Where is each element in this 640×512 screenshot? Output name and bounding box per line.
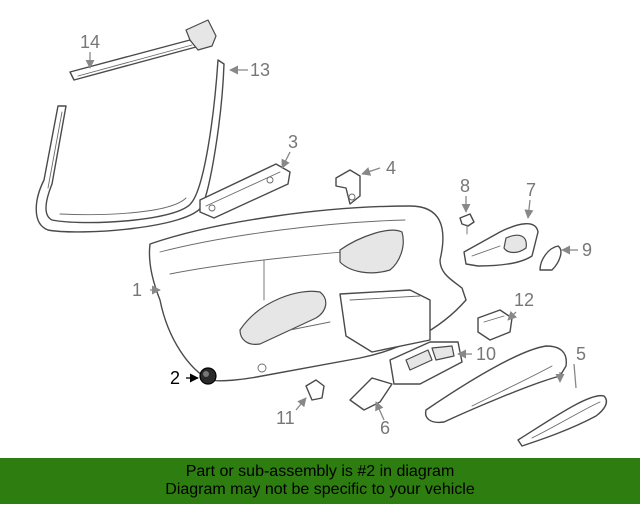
part-6-trim — [349, 377, 393, 411]
callout-14: 14 — [80, 32, 100, 52]
part-3-bracket — [199, 163, 291, 219]
callout-8: 8 — [460, 176, 470, 196]
part-9-cover — [539, 245, 562, 271]
callout-5: 5 — [576, 344, 586, 364]
banner-line-1: Part or sub-assembly is #2 in diagram — [185, 463, 455, 480]
callout-12: 12 — [514, 290, 534, 310]
part-8-screw — [459, 213, 475, 235]
parts-diagram: 14 13 3 4 8 7 9 1 12 2 10 5 11 6 — [35, 19, 608, 447]
callout-11: 11 — [276, 408, 295, 428]
part-13-weatherstrip — [35, 59, 225, 233]
info-banner: Part or sub-assembly is #2 in diagram Di… — [0, 458, 640, 504]
part-10-switch-bezel — [389, 341, 463, 385]
callout-2: 2 — [170, 368, 180, 388]
part-2-clip — [199, 367, 217, 385]
part-12-switch — [477, 309, 513, 341]
callout-lines — [85, 52, 578, 421]
part-7-handle — [463, 223, 539, 267]
banner-line-2: Diagram may not be specific to your vehi… — [165, 481, 475, 498]
callout-13: 13 — [250, 60, 270, 80]
callout-3: 3 — [288, 132, 298, 152]
part-14-upper-seal — [69, 19, 217, 81]
callout-6: 6 — [380, 418, 390, 438]
part-1-door-panel — [148, 205, 467, 382]
part-11-clip — [305, 379, 325, 401]
callout-4: 4 — [386, 158, 396, 178]
callout-1: 1 — [132, 280, 142, 300]
callout-10: 10 — [476, 344, 496, 364]
callout-9: 9 — [582, 240, 592, 260]
part-4-bracket — [335, 169, 361, 205]
callout-7: 7 — [526, 180, 536, 200]
part-5-armrest — [424, 345, 608, 447]
